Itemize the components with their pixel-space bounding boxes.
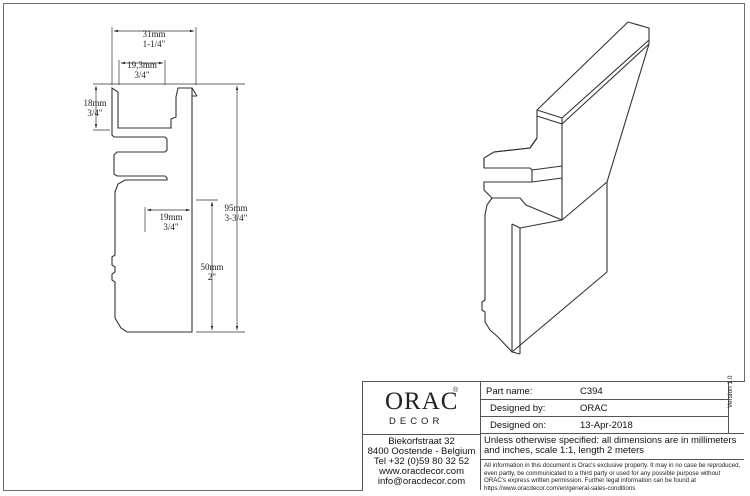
dim-18mm: 18mm [83,98,106,108]
part-name-value: C394 [580,386,603,397]
designed-on-label: Designed on: [490,420,546,431]
isometric-view [481,21,650,355]
designed-by-label: Designed by: [490,403,546,414]
legal-note: All information in this document is Orac… [484,462,741,492]
address-street: Biekorfstraat 32 [388,436,455,447]
version-divider [728,382,729,433]
company-address: Biekorfstraat 32 8400 Oostende - Belgium… [363,437,480,487]
dim-19-3mm: 19,3mm [127,60,157,70]
dim-2-in: 2" [208,272,217,282]
part-name-label: Part name: [486,386,533,397]
specification-note: Unless otherwise specified: all dimensio… [484,435,737,456]
dim-31mm: 31mm [142,29,165,39]
address-city: 8400 Oostende - Belgium [367,446,476,457]
profile-section [111,86,193,333]
company-panel: ORAC ® DECOR Biekorfstraat 32 8400 Ooste… [363,382,481,490]
dim-19mm: 19mm [159,212,182,222]
designed-on-value: 13-Apr-2018 [580,420,633,431]
address-email[interactable]: info@oracdecor.com [377,476,466,487]
dim-3-4-in-left: 3/4" [87,108,103,118]
title-block: ORAC ® DECOR Biekorfstraat 32 8400 Ooste… [362,375,745,492]
dim-1-1-4-in: 1-1/4" [143,39,166,49]
logo: ORAC ® DECOR [363,382,480,435]
logo-orac-text: ORAC [385,388,459,415]
divider [480,399,728,400]
divider [480,459,744,460]
dim-3-4-in-top: 3/4" [134,70,150,80]
dim-50mm: 50mm [200,262,223,272]
registered-mark: ® [453,387,459,394]
dimension-lines [93,27,245,333]
version-label: Version 1.0 [727,375,734,408]
address-phone: Tel +32 (0)59 80 32 52 [373,456,470,467]
dim-3-4-in-lower: 3/4" [163,222,179,232]
designed-by-value: ORAC [580,403,608,414]
divider [480,416,728,417]
address-website[interactable]: www.oracdecor.com [378,466,464,477]
logo-decor-text: DECOR [389,416,444,427]
dim-95mm: 95mm [224,203,247,213]
divider [480,433,744,434]
dim-3-3-4-in: 3-3/4" [225,213,248,223]
